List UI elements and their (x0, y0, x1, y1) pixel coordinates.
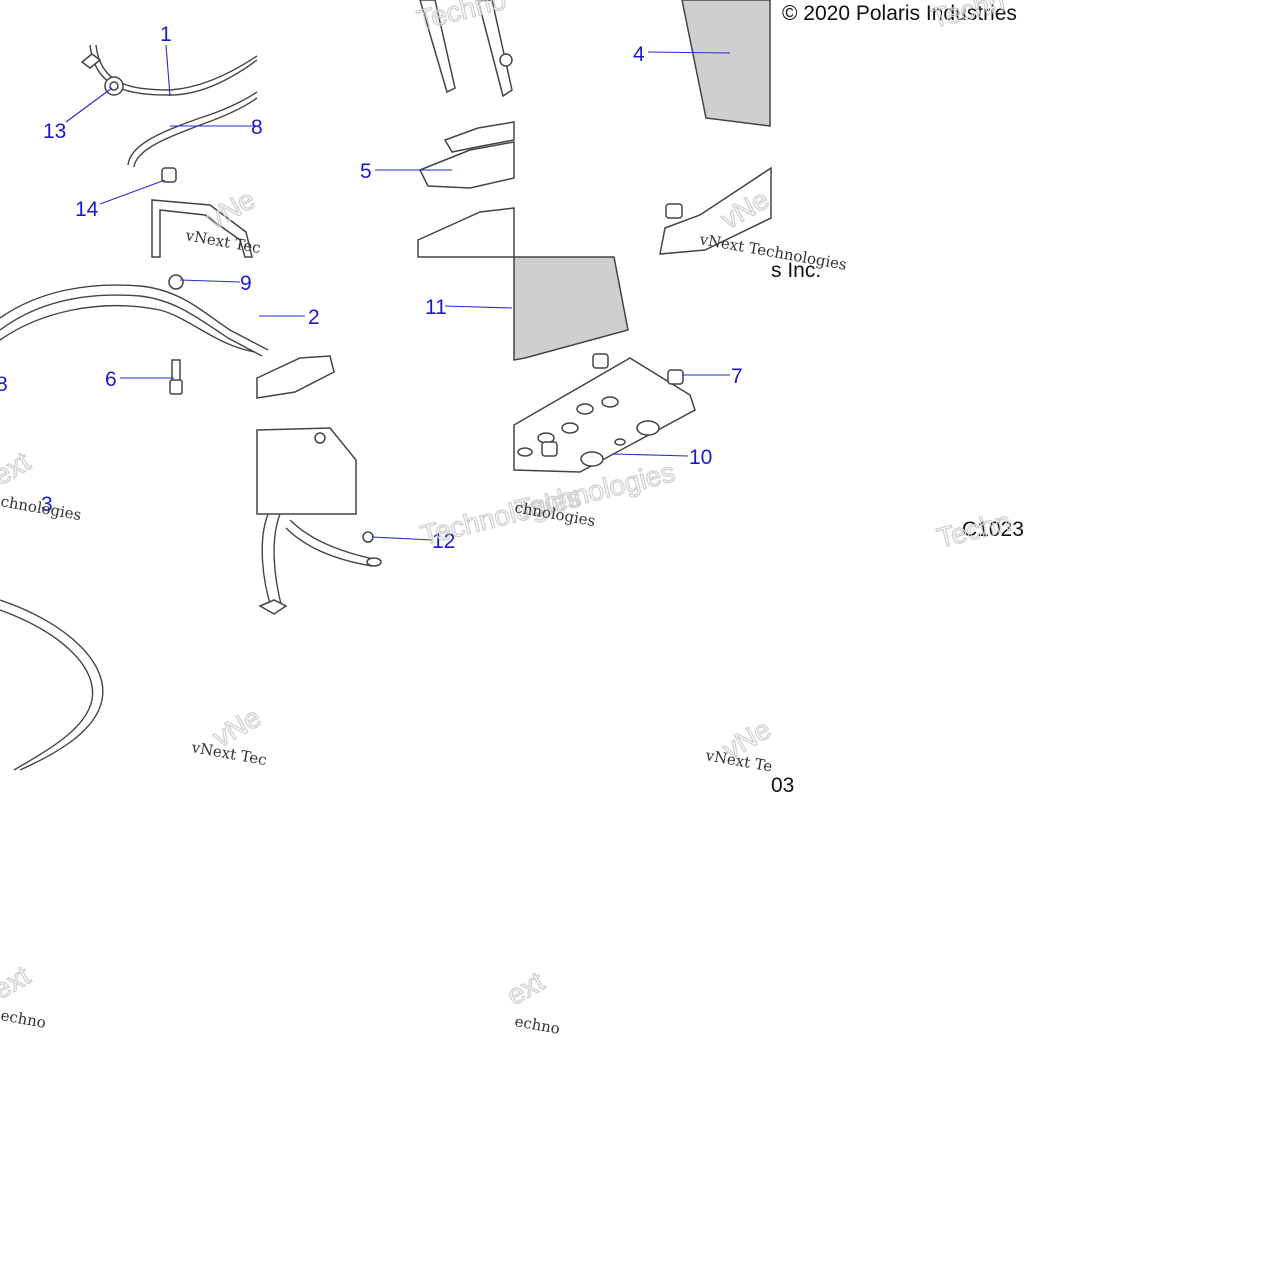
callout-10: 10 (689, 446, 712, 469)
callout-6: 6 (105, 368, 117, 391)
callout-9: 9 (240, 272, 252, 295)
battery-cover-4 (681, 0, 771, 127)
callout-2: 2 (308, 306, 320, 329)
watermark-serif-8: echno (513, 1012, 561, 1038)
cable-terminal (80, 53, 102, 69)
tile-tray-middle (513, 256, 696, 473)
battery-tray-10 (513, 357, 696, 473)
watermark-big-3: Techn (934, 506, 1014, 554)
bracket-right (477, 0, 513, 98)
callout-11: 11 (425, 296, 447, 319)
callout-13: 13 (43, 120, 66, 143)
watermark-big-7: ext (0, 960, 36, 1006)
bracket-left (419, 0, 456, 94)
watermark-big-8: ext (502, 966, 550, 1012)
hold-down-strap (151, 199, 253, 258)
figure-code: C1023 (962, 518, 1024, 541)
nut-9 (168, 274, 184, 290)
callout-7: 7 (731, 365, 743, 388)
bolt-14 (161, 167, 177, 183)
cable-loop-outer (0, 284, 269, 351)
callout-14: 14 (75, 198, 99, 221)
battery-top (417, 207, 515, 258)
callout-12: 12 (432, 530, 455, 553)
cable-loop-3 (0, 599, 104, 771)
copyright-fragment: s Inc. (771, 259, 821, 282)
pad-2 (256, 355, 335, 399)
callout-numbers: 1 2 3 4 5 6 7 8 8 9 10 11 12 13 14 (0, 23, 743, 553)
battery-pad-5 (418, 141, 515, 189)
tile-cable-middle-left (0, 274, 269, 395)
cover-11 (513, 256, 629, 361)
watermark-big-6: ext (0, 446, 36, 492)
tile-cable-loop-bottom (0, 599, 104, 771)
tile-brackets-top (417, 0, 515, 258)
nut-12 (362, 531, 374, 543)
figure-code-fragment: 03 (771, 774, 794, 797)
callout-8-lower: 8 (0, 373, 8, 396)
battery-body (256, 427, 357, 515)
callout-1: 1 (160, 23, 172, 46)
battery-cable-negative (127, 91, 258, 166)
copyright-text: © 2020 Polaris Industries (782, 2, 1017, 25)
battery-cable-negative-edge (133, 97, 258, 168)
callout-8-upper: 8 (251, 116, 263, 139)
tile-cable-top-left (80, 44, 258, 258)
cable-end-left (261, 513, 273, 611)
bolt-upper (592, 353, 609, 369)
callout-3: 3 (41, 493, 53, 516)
cable-loop-inner (0, 294, 263, 357)
callout-5: 5 (360, 160, 372, 183)
leader-lines (65, 44, 731, 541)
callout-4: 4 (633, 43, 645, 66)
watermark-big-2: Techn (928, 0, 1008, 34)
cable-end-right (289, 519, 379, 561)
battery-tray-corner (659, 166, 772, 255)
tile-pad-middle (256, 355, 357, 515)
tile-cable-bottom (258, 513, 382, 615)
tile-cover-top (659, 0, 772, 255)
watermark-serif-7: echno (0, 1006, 47, 1032)
bolt-7 (667, 369, 684, 385)
